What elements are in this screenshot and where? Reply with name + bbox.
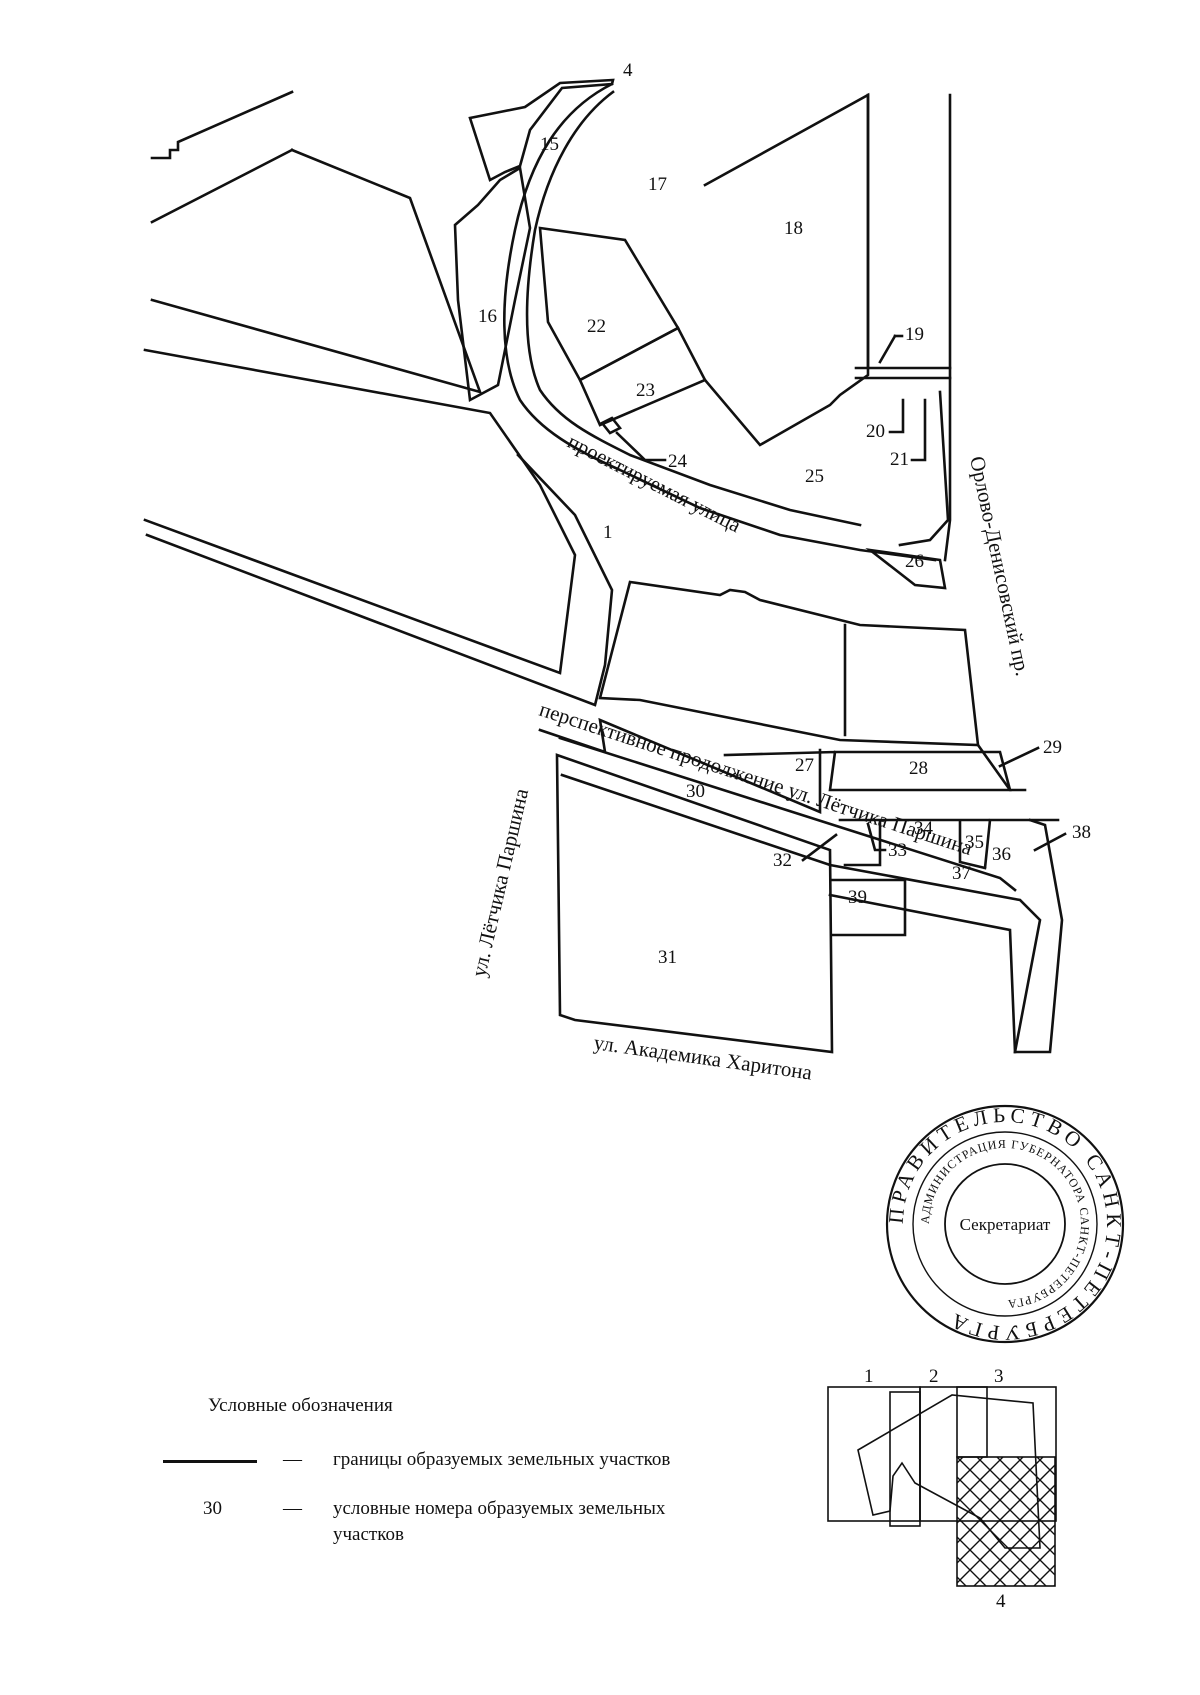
- seal-inner-circle: [944, 1163, 1066, 1285]
- parcel-label-15: 15: [540, 134, 559, 155]
- index-label-1: 1: [864, 1366, 874, 1387]
- street-curve-inner: [525, 90, 862, 527]
- parcel-label-21: 21: [890, 449, 909, 470]
- leader-32: [801, 833, 838, 862]
- index-label-2: 2: [929, 1366, 939, 1387]
- parcel-label-32: 32: [773, 850, 792, 871]
- central-block: [598, 580, 980, 747]
- official-seal: ПРАВИТЕЛЬСТВО САНКТ-ПЕТЕРБУРГА АДМИНИСТР…: [884, 1103, 1125, 1345]
- legend-line-desc: границы образуемых земельных участков: [333, 1449, 671, 1470]
- leader-24: [615, 431, 667, 462]
- boundary-road-south: [145, 453, 614, 707]
- parcel-label-34: 34: [914, 818, 934, 839]
- index-sheet-2: [889, 1391, 921, 1527]
- parcel-label-27: 27: [795, 755, 814, 776]
- parcel-label-24: 24: [668, 451, 688, 472]
- parcel-30-south: [560, 773, 832, 867]
- parcel-27-28: [723, 750, 1012, 792]
- parcel-24: [599, 416, 623, 435]
- parcel-22: [538, 226, 680, 382]
- legend-number-desc-1: условные номера образуемых земельных: [333, 1498, 666, 1519]
- street-curve-outer: [503, 82, 937, 562]
- parcel-23: [578, 326, 707, 427]
- parcel-label-1: 1: [603, 522, 613, 543]
- parcel-label-33: 33: [888, 840, 907, 861]
- sheet-number: 4: [623, 60, 633, 81]
- leader-29: [998, 746, 1040, 768]
- index-outline: [857, 1394, 1041, 1549]
- parcel-33-37: [838, 818, 1060, 870]
- seal-outer-circle: [885, 1104, 1125, 1344]
- parcel-label-30: 30: [686, 781, 705, 802]
- index-sheet-4-hatched: [956, 1456, 1056, 1587]
- parcel-17-18: [703, 92, 870, 447]
- parcel-label-39: 39: [848, 887, 867, 908]
- parcel-label-26: 26: [905, 551, 924, 572]
- legend-title: Условные обозначения: [208, 1395, 393, 1416]
- index-sheet-2b: [956, 1386, 988, 1458]
- parcel-label-17: 17: [648, 174, 667, 195]
- parcel-label-20: 20: [866, 421, 885, 442]
- parcel-label-28: 28: [909, 758, 928, 779]
- parcel-29: [976, 743, 1027, 792]
- parcel-16: [453, 165, 532, 403]
- parcel-label-35: 35: [965, 832, 984, 853]
- street-projected: проектируемая улица: [564, 429, 746, 537]
- parcel-label-36: 36: [992, 844, 1011, 865]
- parcel-label-38: 38: [1072, 822, 1091, 843]
- legend-dash-2: —: [283, 1498, 302, 1519]
- index-label-4: 4: [996, 1591, 1006, 1612]
- street-orlovo: Орлово-Денисовский пр.: [965, 454, 1035, 678]
- parcel-label-23: 23: [636, 380, 655, 401]
- parcel-label-37: 37: [952, 863, 971, 884]
- parcel-31: [555, 753, 834, 1054]
- street-parshina: ул. Лётчика Паршина: [466, 785, 533, 979]
- index-sheet-1: [827, 1386, 921, 1522]
- boundary-left-parcel: [150, 148, 483, 394]
- parcel-39: [830, 878, 907, 937]
- boundary-prospective-south: [558, 736, 1017, 892]
- index-map: 1 2 3 4: [827, 1366, 1057, 1612]
- parcel-label-18: 18: [784, 218, 803, 239]
- parcel-labels: 4 15 17 18 16 22 19 23 20 21 24 25 1 26 …: [478, 60, 1091, 968]
- boundary-orlovo-east-2: [898, 390, 950, 547]
- seal-center-text: Секретариат: [960, 1215, 1051, 1234]
- parcel-26: [865, 548, 947, 590]
- parcel-label-19: 19: [905, 324, 924, 345]
- street-kharitona: ул. Академика Харитона: [592, 1030, 814, 1084]
- parcel-label-29: 29: [1043, 737, 1062, 758]
- seal-mid-circle: [912, 1131, 1098, 1317]
- boundary-road-north: [143, 348, 577, 675]
- legend-number-example: 30: [203, 1498, 222, 1519]
- parcel-label-16: 16: [478, 306, 497, 327]
- leader-21: [910, 398, 927, 462]
- parcel-37-band: [828, 818, 1064, 1054]
- boundary-orlovo-east: [943, 93, 952, 562]
- leader-38: [1033, 832, 1067, 852]
- parcel-label-25: 25: [805, 466, 824, 487]
- leader-20: [888, 398, 905, 434]
- legend-dash-1: —: [283, 1449, 302, 1470]
- parcel-boundaries: [143, 78, 1064, 1054]
- parcel-15: [468, 78, 615, 182]
- leader-33: [866, 822, 887, 852]
- parcel-37-inner: [828, 893, 1017, 1054]
- index-label-3: 3: [994, 1366, 1004, 1387]
- legend-number-desc-2: участков: [333, 1524, 404, 1545]
- leader-19: [878, 334, 897, 364]
- parcel-label-31: 31: [658, 947, 677, 968]
- legend-line-sample: [163, 1460, 257, 1463]
- parcel-label-22: 22: [587, 316, 606, 337]
- boundary-top-left-strip: [150, 90, 294, 224]
